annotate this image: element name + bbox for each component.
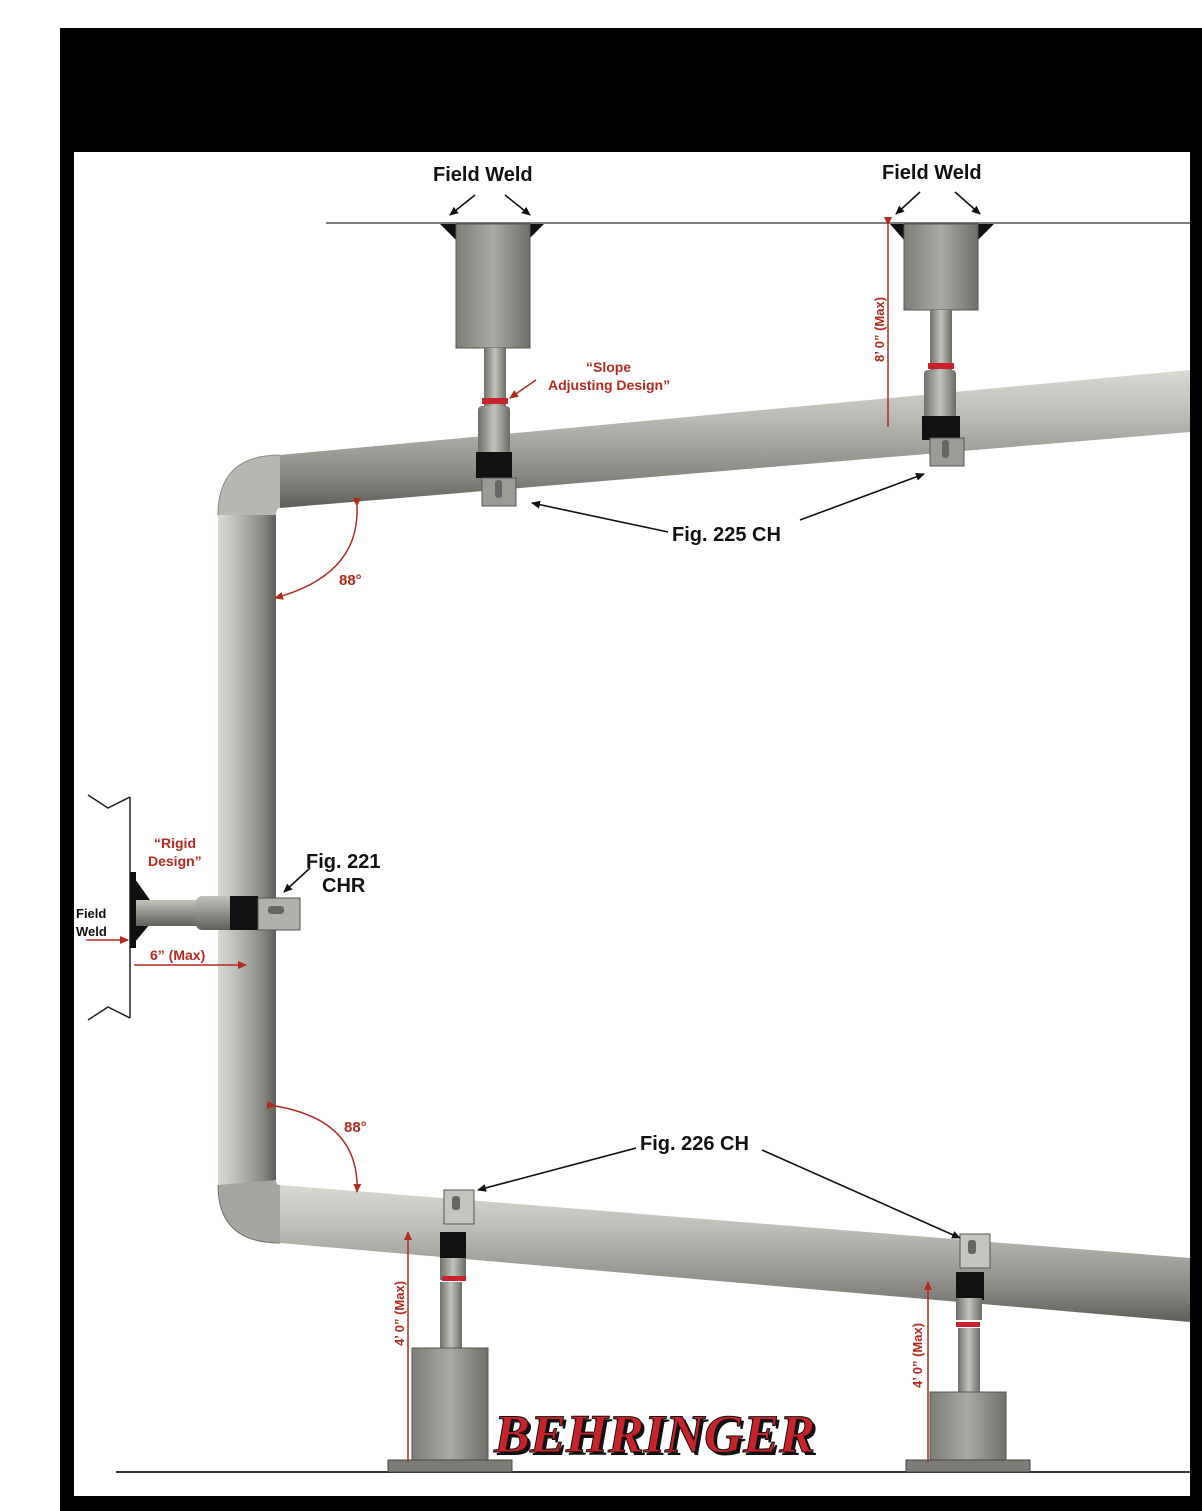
fig221-label-line2: CHR [322,875,366,897]
fig221-label-line1: Fig. 221 [306,851,380,873]
dim-bottom-left-label: 4’ 0” (Max) [392,1281,407,1346]
bottom-support-left [387,1189,513,1473]
field-weld-left-label-line1: Field [76,906,106,921]
right-border [1190,152,1202,1511]
header-bar [60,28,1202,152]
dim-top-label: 8’ 0” (Max) [872,297,887,362]
angle-top-label: 88° [339,572,362,589]
fig225-label: Fig. 225 CH [672,524,781,546]
field-weld-left-label-line2: Weld [76,924,107,939]
rigid-design-label-line2: Design” [148,853,202,869]
leader-lines [283,191,981,1239]
fig226-label: Fig. 226 CH [640,1133,749,1155]
bottom-support-right [905,1233,1031,1473]
slope-design-label-line1: “Slope [586,359,631,375]
top-hanger-left [440,223,544,507]
slope-design-label-line2: Adjusting Design” [548,377,670,393]
dim-left-label: 6” (Max) [150,947,205,963]
wall-break-top [87,794,131,809]
brand-text: BEHRINGER [493,1404,815,1464]
bottom-border [60,1496,1202,1511]
wall-break-bottom [87,1006,131,1021]
svg-text:BEHRINGER: BEHRINGER [496,1407,818,1467]
field-weld-top-left-label: Field Weld [433,164,533,186]
side-hanger [130,872,301,948]
rigid-design-label-line1: “Rigid [154,835,196,851]
top-hanger-right [890,223,994,467]
dimension-lines [86,217,932,1462]
angle-bottom-label: 88° [344,1119,367,1136]
field-weld-top-right-label: Field Weld [882,162,982,184]
dim-bottom-right-label: 4’ 0” (Max) [910,1323,925,1388]
brand-logo: BEHRINGER BEHRINGER [493,1404,819,1468]
left-border [60,28,74,1511]
